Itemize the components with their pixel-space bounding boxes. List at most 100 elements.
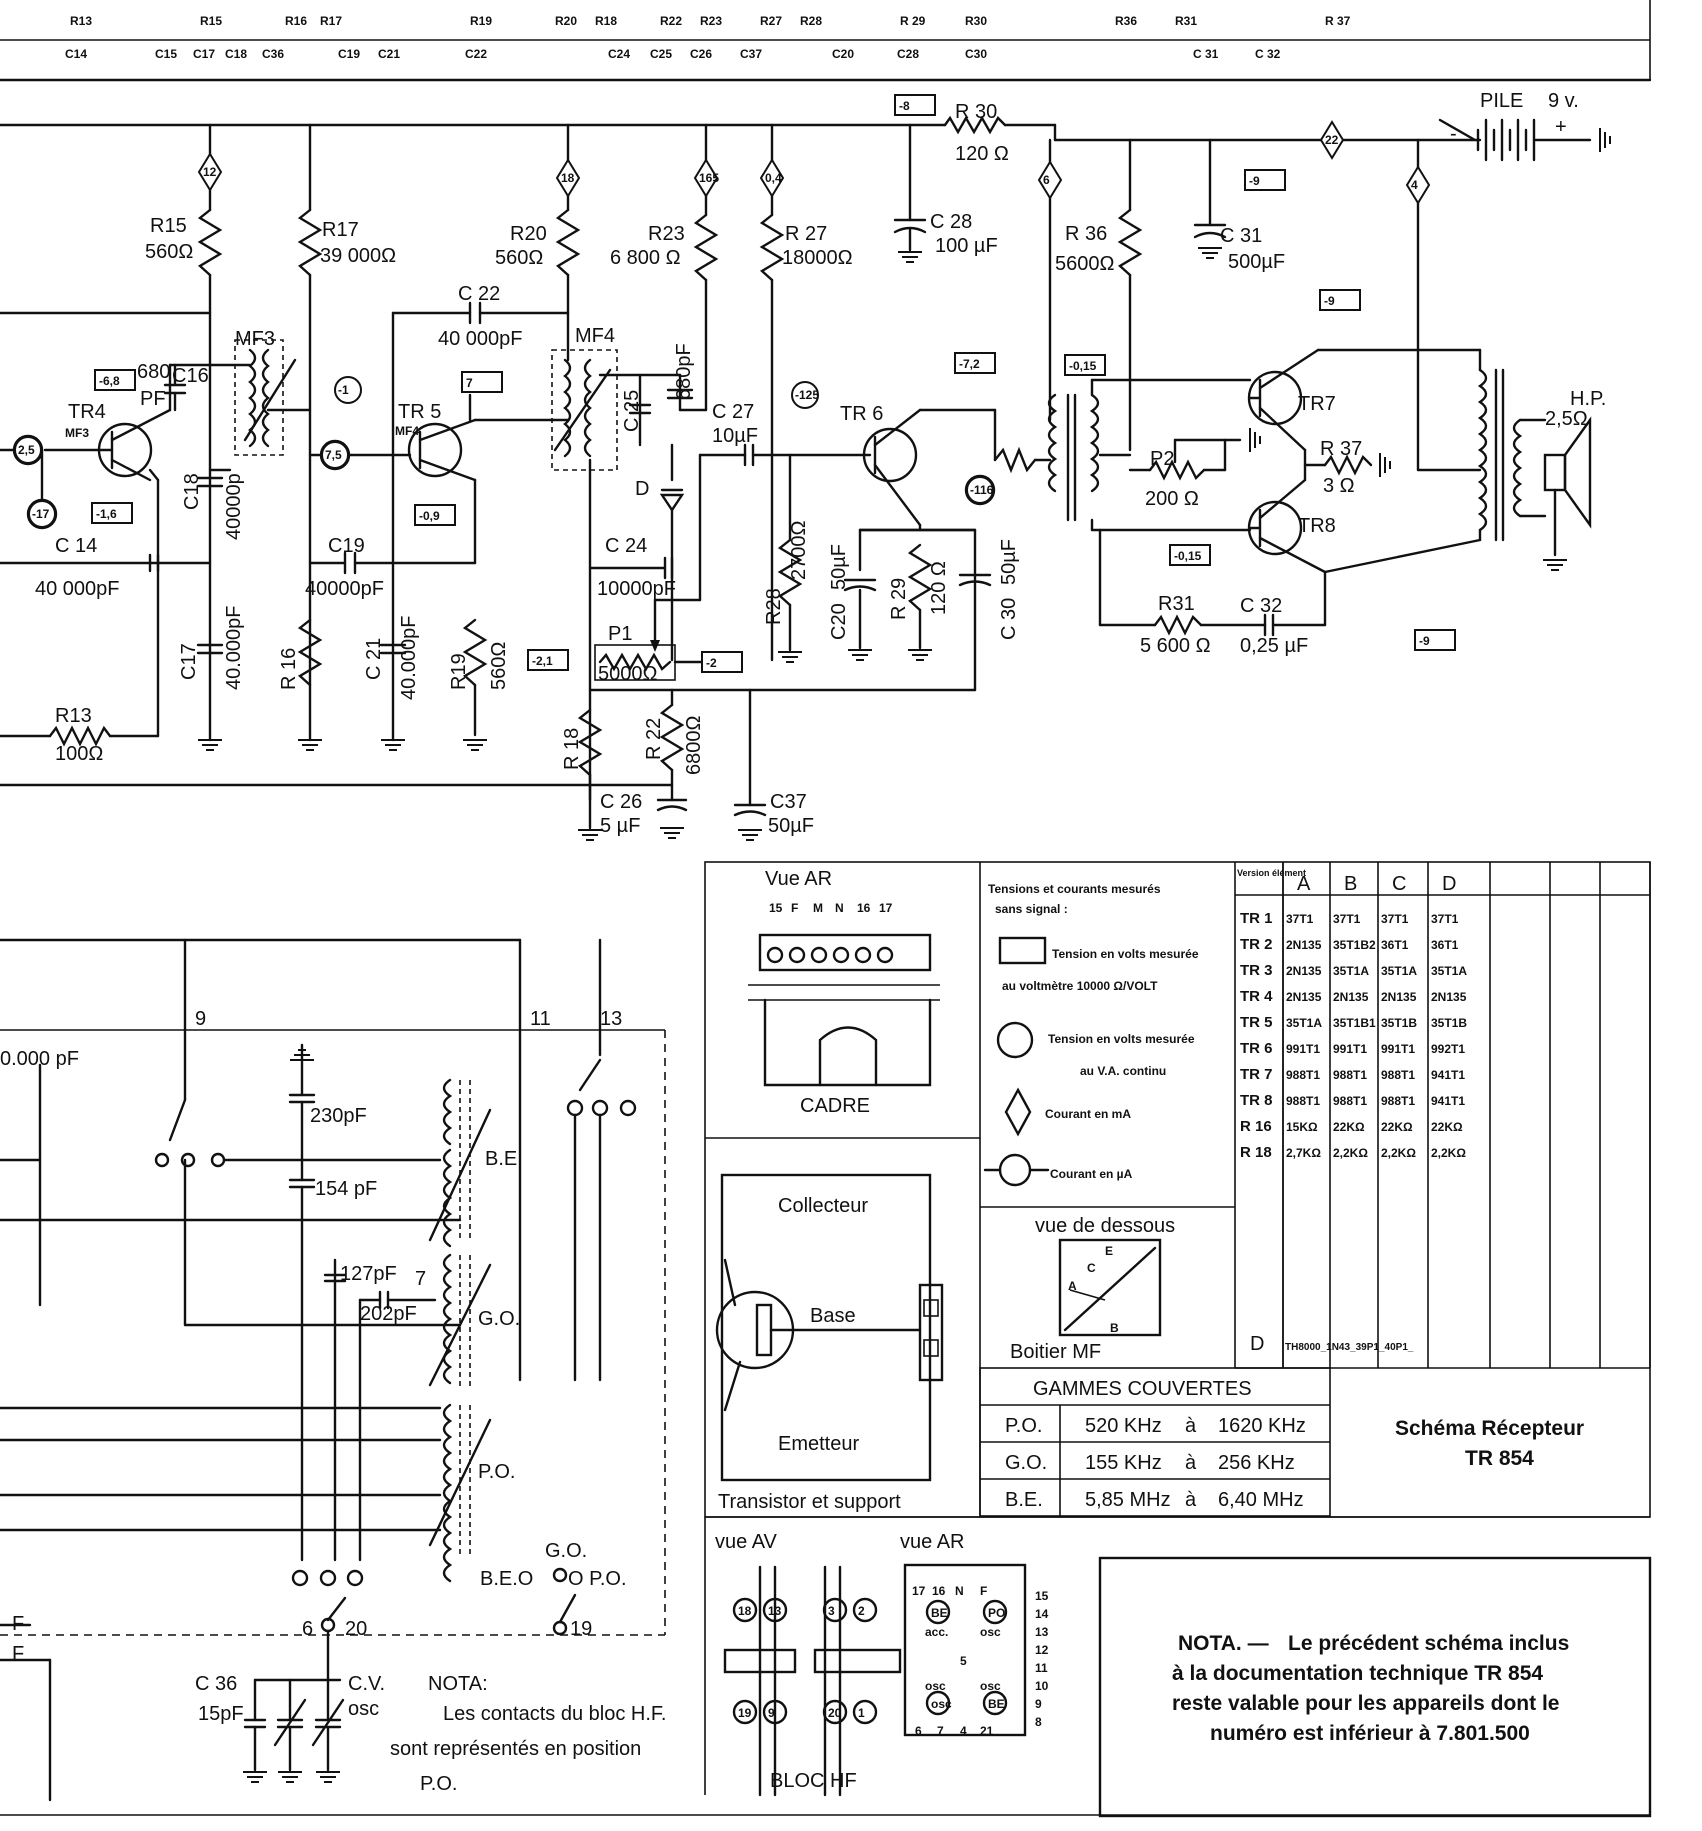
component-label: MF3	[235, 328, 275, 350]
bloc-osc: osc	[980, 1625, 1001, 1639]
component-label: PILE	[1480, 90, 1523, 112]
voltage-circle: -125	[795, 388, 819, 402]
lower-left-label: 202pF	[360, 1303, 417, 1325]
component-label: 560Ω	[145, 241, 193, 263]
version-cell: 991T1	[1333, 1042, 1367, 1056]
lower-left-label: sont représentés en position	[390, 1738, 641, 1760]
header-resistor-label: R30	[965, 14, 987, 28]
component-label: C 22	[458, 283, 500, 305]
legend-text: Tension en volts mesurée	[1052, 947, 1199, 961]
voltage-box: -9	[1249, 174, 1260, 188]
version-cell: 991T1	[1381, 1042, 1415, 1056]
boitier-caption: Boitier MF	[1010, 1341, 1101, 1363]
version-column-header: D	[1442, 873, 1456, 895]
component-label-vertical: 560Ω	[488, 642, 510, 690]
component-label: TR 6	[840, 403, 883, 425]
header-capacitor-label: C22	[465, 47, 487, 61]
bloc-top-label: 17	[912, 1584, 926, 1598]
component-label: 10000pF	[597, 578, 676, 600]
version-row-element: TR 7	[1240, 1066, 1273, 1083]
lower-left-label: 15pF	[198, 1703, 244, 1725]
voltage-box: -0,15	[1069, 359, 1097, 373]
version-cell: 37T1	[1333, 912, 1361, 926]
upper-wiring	[0, 115, 1611, 841]
bloc-vue-ar: vue AR	[900, 1531, 964, 1553]
version-cell: 35T1B	[1381, 1016, 1417, 1030]
version-cell: 941T1	[1431, 1068, 1465, 1082]
cadre-pin-label: F	[791, 901, 798, 915]
header-capacitor-label: C19	[338, 47, 360, 61]
bloc-pin: PO	[988, 1606, 1005, 1620]
voltage-circle: -17	[32, 507, 50, 521]
component-label: 5 600 Ω	[1140, 635, 1211, 657]
component-label-vertical: R19	[448, 653, 470, 690]
lower-left-label: G.O.	[478, 1308, 520, 1330]
component-label-vertical: R28	[763, 588, 785, 625]
boitier-pin-letter: E	[1105, 1244, 1113, 1258]
voltage-box: -9	[1419, 634, 1430, 648]
header-resistor-label: R15	[200, 14, 222, 28]
version-cell: 35T1A	[1333, 964, 1369, 978]
component-label: 5600Ω	[1055, 253, 1114, 275]
component-label: 50µF	[768, 815, 814, 837]
component-label: P1	[608, 623, 632, 645]
lower-left-label: 154 pF	[315, 1178, 377, 1200]
bloc-side-num: 9	[1035, 1697, 1042, 1711]
bloc-osc: osc	[925, 1679, 946, 1693]
schema-model: TR 854	[1465, 1447, 1534, 1470]
header-resistor-label: R27	[760, 14, 782, 28]
lower-left-label: 20	[345, 1618, 367, 1640]
component-label: 39 000Ω	[320, 245, 396, 267]
r30-resistor	[943, 115, 1007, 135]
nota-line: numéro est inférieur à 7.801.500	[1210, 1722, 1530, 1745]
component-label: 18000Ω	[782, 247, 853, 269]
component-label-vertical: 120 Ω	[928, 561, 950, 615]
component-label-vertical: C20	[828, 603, 850, 640]
header-resistor-label: R28	[800, 14, 822, 28]
bloc-pin: 3	[828, 1604, 835, 1618]
header-resistor-label: R23	[700, 14, 722, 28]
version-cell: 35T1B2	[1333, 938, 1376, 952]
voltage-box: -0,9	[419, 509, 440, 523]
cadre-pin-label: N	[835, 901, 844, 915]
component-label: 680	[137, 361, 170, 383]
component-label: R 27	[785, 223, 827, 245]
header-resistor-label: R20	[555, 14, 577, 28]
version-cell: 35T1A	[1286, 1016, 1322, 1030]
version-cell: 36T1	[1431, 938, 1459, 952]
voltage-box: -8	[899, 99, 910, 113]
gamme-from: 155 KHz	[1085, 1452, 1162, 1474]
component-label: 500µF	[1228, 251, 1285, 273]
gamme-a: à	[1185, 1452, 1197, 1474]
boitier-title: vue de dessous	[1035, 1215, 1175, 1237]
version-cell: 2,2KΩ	[1333, 1146, 1368, 1160]
lower-left-label: P.O.	[420, 1773, 457, 1795]
version-cell: 988T1	[1286, 1094, 1320, 1108]
bloc-acc: acc.	[925, 1625, 948, 1639]
component-label-vertical: 50µF	[998, 539, 1020, 585]
version-corner: Version élément	[1237, 868, 1306, 878]
component-label: -	[1450, 123, 1457, 145]
voltage-box: -6,8	[99, 374, 120, 388]
voltage-circle: 2,5	[18, 443, 35, 457]
component-label: TR8	[1298, 515, 1336, 537]
gamme-band: B.E.	[1005, 1489, 1043, 1511]
header-resistor-label: R16	[285, 14, 307, 28]
gamme-band: P.O.	[1005, 1415, 1042, 1437]
component-label-vertical: C 21	[363, 638, 385, 680]
lower-left-label: osc	[348, 1698, 379, 1720]
gamme-band: G.O.	[1005, 1452, 1047, 1474]
header-resistor-label: R31	[1175, 14, 1197, 28]
voltage-box: -2,1	[532, 654, 553, 668]
component-label: +	[1555, 116, 1567, 138]
voltage-box: 7	[466, 376, 473, 390]
bloc-bottom-label: 4	[960, 1724, 967, 1738]
lower-left-wiring	[0, 938, 666, 1802]
speaker	[1543, 453, 1567, 492]
boitier-pin-letter: B	[1110, 1321, 1119, 1335]
bloc-pin: 18	[738, 1604, 752, 1618]
gammes-title: GAMMES COUVERTES	[1033, 1378, 1252, 1400]
